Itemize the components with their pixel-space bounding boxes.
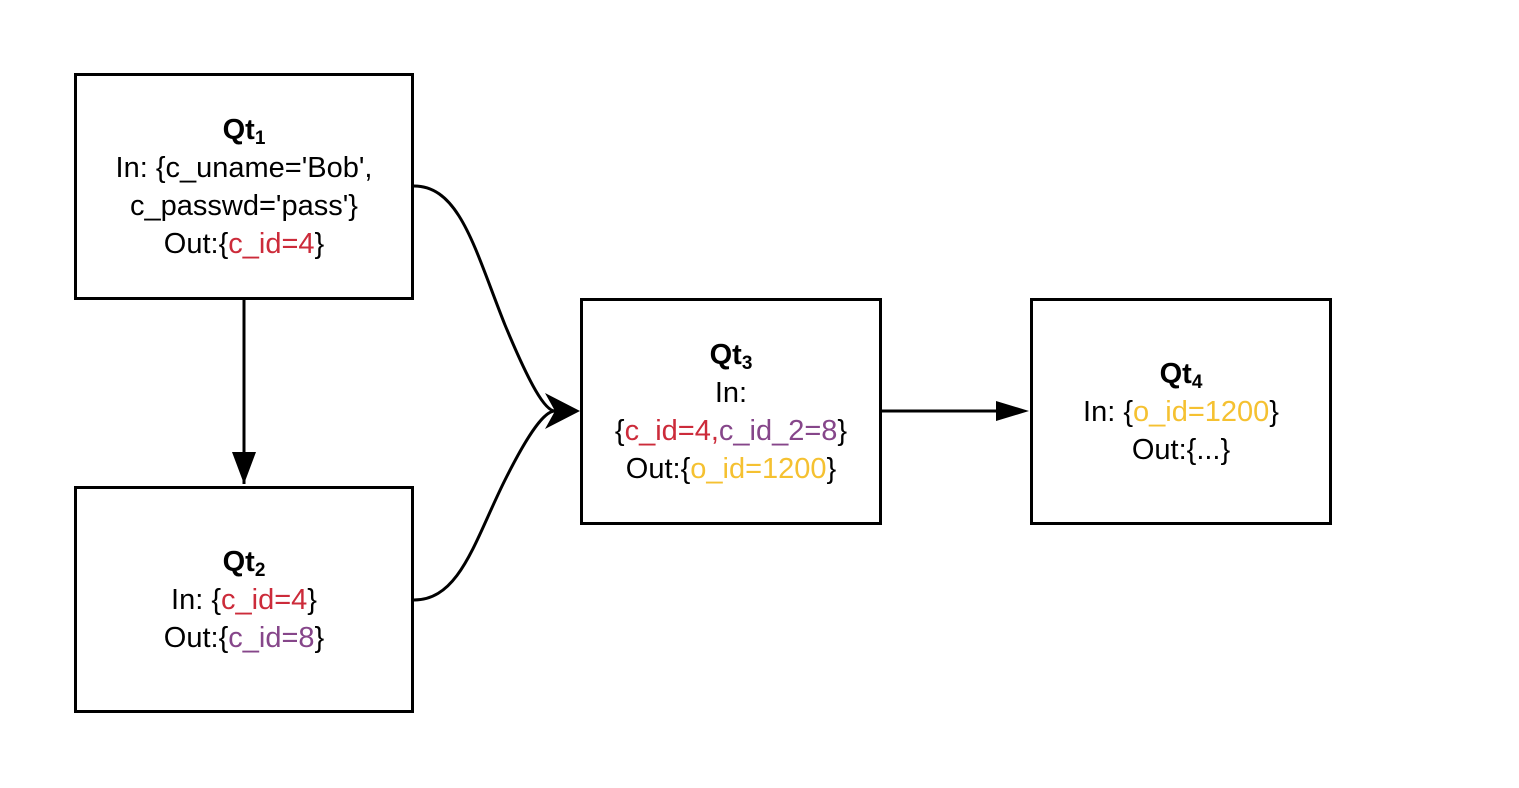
node-qt1: Qt1 In: {c_uname='Bob', c_passwd='pass'}… bbox=[74, 73, 414, 300]
node-qt1-input-line1: In: {c_uname='Bob', bbox=[115, 151, 373, 184]
node-qt1-output: Out:{c_id=4} bbox=[163, 227, 325, 260]
input-value-1: c_id=4, bbox=[624, 414, 719, 447]
arrow-head-qt1-qt2 bbox=[232, 452, 256, 484]
node-qt3: Qt3 In: {c_id=4,c_id_2=8} Out:{o_id=1200… bbox=[580, 298, 882, 525]
node-qt2: Qt2 In: {c_id=4} Out:{c_id=8} bbox=[74, 486, 414, 713]
input-value: o_id=1200 bbox=[1133, 395, 1270, 428]
edge-qt1-qt3 bbox=[413, 184, 556, 413]
arrow-head-into-qt3 bbox=[545, 393, 580, 429]
output-value: c_id=4 bbox=[228, 227, 315, 260]
node-qt3-input-values: {c_id=4,c_id_2=8} bbox=[614, 414, 848, 447]
node-qt4: Qt4 In: {o_id=1200} Out:{...} bbox=[1030, 298, 1332, 525]
node-qt3-input-label: In: bbox=[714, 376, 748, 409]
output-value: c_id=8 bbox=[228, 621, 315, 654]
node-qt1-input-line2: c_passwd='pass'} bbox=[130, 189, 358, 222]
input-value-2: c_id_2=8 bbox=[718, 414, 838, 447]
node-qt1-title: Qt1 bbox=[222, 113, 266, 149]
node-qt3-title: Qt3 bbox=[709, 338, 753, 374]
node-qt2-input: In: {c_id=4} bbox=[171, 583, 317, 616]
node-qt4-input: In: {o_id=1200} bbox=[1083, 395, 1279, 428]
edge-qt2-qt3 bbox=[413, 409, 556, 602]
node-qt4-output: Out:{...} bbox=[1131, 433, 1231, 466]
node-qt3-output: Out:{o_id=1200} bbox=[625, 452, 837, 485]
arrow-head-qt3-qt4 bbox=[996, 401, 1029, 421]
output-value: o_id=1200 bbox=[690, 452, 827, 485]
node-qt4-title: Qt4 bbox=[1159, 357, 1203, 393]
node-qt2-title: Qt2 bbox=[222, 545, 266, 581]
input-value: c_id=4 bbox=[221, 583, 308, 616]
node-qt2-output: Out:{c_id=8} bbox=[163, 621, 325, 654]
